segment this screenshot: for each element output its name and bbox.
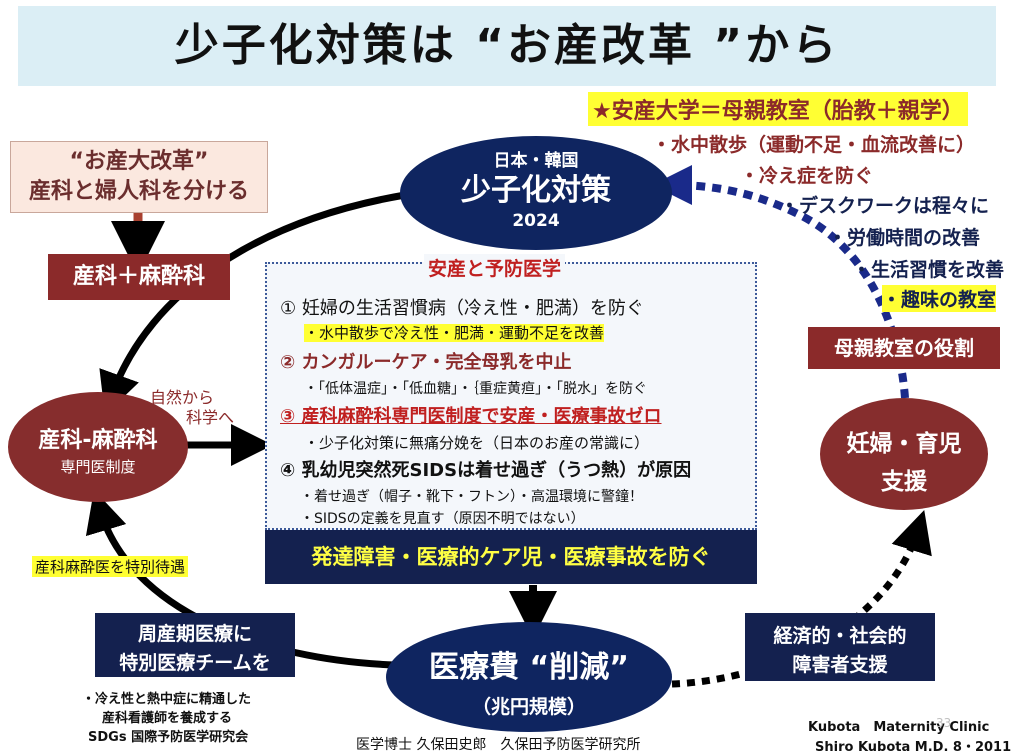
obstetric-anesthesia-label: 産科＋麻酔科 bbox=[48, 254, 230, 300]
econ-line1: 経済的・社会的 bbox=[773, 625, 907, 647]
reform-subtitle: 産科と婦人科を分ける bbox=[28, 179, 249, 204]
center-line-1a-text: ・水中散歩で冷え性・肥満・運動不足を改善 bbox=[304, 324, 605, 342]
center-heading: 安産と予防医学 bbox=[424, 254, 566, 281]
reform-title: “お産大改革” bbox=[69, 149, 209, 174]
left-ellipse-title: 産科-麻酔科 bbox=[38, 428, 158, 453]
right-item-5: ・生活習慣を改善 bbox=[852, 259, 1005, 281]
right-ellipse-line2: 支援 bbox=[881, 469, 927, 495]
right-item-2: ・冷え症を防ぐ bbox=[740, 165, 874, 187]
bottom-ellipse: 医療費 “削減” （兆円規模） bbox=[386, 622, 672, 732]
nature-label-2: 科学へ bbox=[186, 408, 235, 427]
page-title: 少子化対策は “お産改革 ”から bbox=[174, 20, 840, 71]
perinatal-line2: 特別医療チームを bbox=[119, 652, 271, 674]
right-item-1: ・水中散歩（運動不足・血流改善に） bbox=[652, 134, 976, 156]
center-line-2a: ・「低体温症」・「低血糖」・｛重症黄疸」・「脱水」を防ぐ bbox=[304, 381, 647, 397]
right-item-6: ・趣味の教室 bbox=[882, 285, 997, 312]
econ-line2: 障害者支援 bbox=[792, 654, 888, 676]
economic-support-box: 経済的・社会的 障害者支援 bbox=[745, 613, 935, 681]
special-treatment: 産科麻酔医を特別待遇 bbox=[32, 556, 189, 577]
center-banner: 発達障害・医療的ケア児・医療事故を防ぐ bbox=[265, 530, 757, 584]
mother-class-role: 母親教室の役割 bbox=[808, 327, 1000, 369]
obstetrics-reform-box: “お産大改革” 産科と婦人科を分ける bbox=[10, 141, 268, 213]
center-line-1a: ・水中散歩で冷え性・肥満・運動不足を改善 bbox=[304, 322, 605, 343]
top-ellipse-year: 2024 bbox=[512, 211, 560, 231]
author: 医学博士 久保田史郎 久保田予防医学研究所 bbox=[356, 737, 641, 753]
note-3: SDGs 国際予防医学研究会 bbox=[88, 730, 249, 745]
center-box bbox=[265, 262, 757, 530]
bottom-ellipse-sub: （兆円規模） bbox=[471, 696, 586, 718]
mother-class-header: ★安産大学＝母親教室（胎教＋親学） bbox=[588, 92, 968, 126]
top-ellipse-countries: 日本・韓国 bbox=[493, 151, 579, 171]
note-2: 産科看護師を養成する bbox=[102, 711, 233, 726]
left-ellipse-subtitle: 専門医制度 bbox=[60, 458, 136, 476]
right-ellipse: 妊婦・育児 支援 bbox=[820, 398, 988, 510]
bottom-ellipse-title: 医療費 “削減” bbox=[429, 650, 629, 685]
center-line-4a: ・着せ過ぎ（帽子・靴下・フトン）・高温環境に警鐘！ bbox=[300, 489, 643, 505]
center-line-3a: ・少子化対策に無痛分娩を（日本のお産の常識に） bbox=[304, 434, 650, 452]
perinatal-box: 周産期医療に 特別医療チームを bbox=[95, 613, 295, 677]
credit-author: Shiro Kubota M.D. 8・2011 bbox=[815, 740, 1012, 755]
right-ellipse-line1: 妊婦・育児 bbox=[846, 431, 962, 457]
perinatal-line1: 周産期医療に bbox=[137, 623, 252, 645]
top-ellipse-title: 少子化対策 bbox=[461, 173, 611, 208]
left-ellipse: 産科-麻酔科 専門医制度 bbox=[8, 392, 188, 502]
top-ellipse: 日本・韓国 少子化対策 2024 bbox=[400, 136, 672, 250]
nature-label-1: 自然から bbox=[150, 388, 215, 407]
center-line-4b: ・SIDSの定義を見直す（原因不明ではない） bbox=[300, 511, 585, 527]
center-line-2: ② カンガルーケア・完全母乳を中止 bbox=[280, 352, 572, 373]
arrow-bottom-to-right bbox=[671, 509, 932, 688]
page-number: 33 bbox=[936, 716, 952, 730]
title-bar bbox=[18, 6, 996, 86]
center-line-4: ④ 乳幼児突然死SIDSは着せ過ぎ（うつ熱）が原因 bbox=[280, 460, 692, 481]
note-1: ・冷え性と熱中症に精通した bbox=[82, 692, 252, 707]
right-item-4: ・労働時間の改善 bbox=[828, 227, 981, 249]
right-item-3: ・デスクワークは程々に bbox=[780, 195, 990, 217]
center-line-3: ③ 産科麻酔科専門医制度で安産・医療事故ゼロ bbox=[280, 406, 662, 427]
credit-clinic: Kubota Maternity Clinic bbox=[808, 720, 990, 735]
center-line-1: ① 妊婦の生活習慣病（冷え性・肥満）を防ぐ bbox=[280, 298, 644, 319]
